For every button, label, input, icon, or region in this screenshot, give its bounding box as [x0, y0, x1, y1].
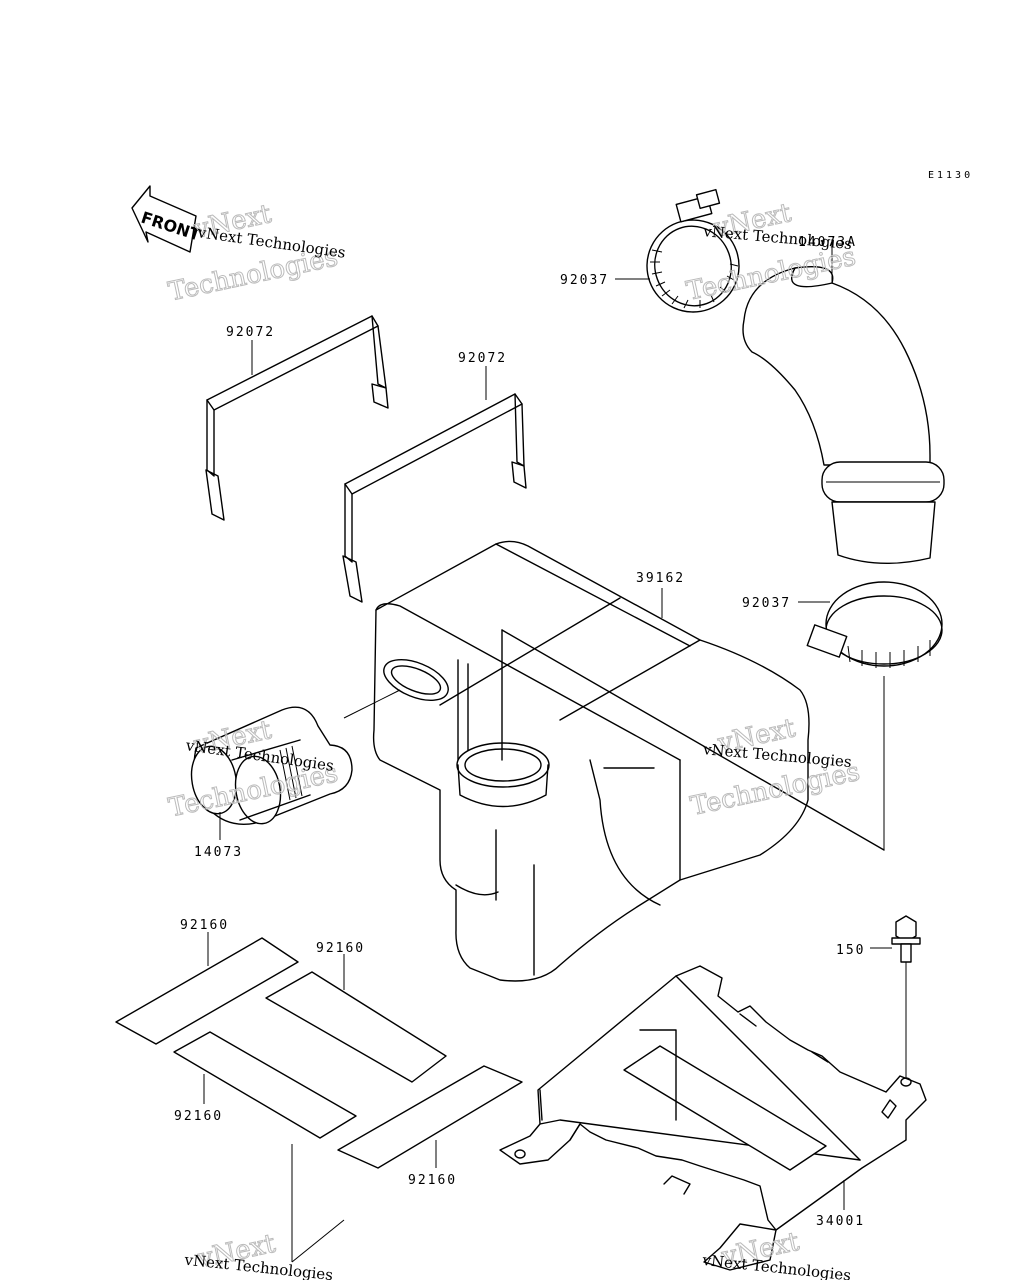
twin-pipe — [190, 706, 353, 825]
bolt — [891, 915, 921, 963]
part-label-pad-bottom-left: 92160 — [174, 1109, 223, 1124]
hose-elbow — [742, 265, 945, 564]
part-label-pad-bottom-right: 92160 — [408, 1173, 457, 1188]
strap-right — [342, 393, 527, 603]
pad-bottom-left — [173, 1031, 357, 1139]
pad-bottom-right — [337, 1065, 523, 1169]
diagram-code: E1130 — [928, 170, 973, 181]
pad-top-right — [265, 971, 447, 1083]
part-label-clamp-lower: 92037 — [742, 596, 791, 611]
part-label-bracket: 34001 — [816, 1214, 865, 1229]
part-label-bolt: 150 — [836, 943, 865, 958]
pad-top-left — [115, 937, 299, 1045]
part-label-pad-top-right: 92160 — [316, 941, 365, 956]
clamp-top — [646, 188, 740, 313]
bracket — [499, 965, 927, 1271]
part-label-hose-elbow: 14073A — [798, 235, 857, 250]
strap-left — [205, 315, 389, 521]
part-label-twin-pipe: 14073 — [194, 845, 243, 860]
clamp-lower — [806, 581, 943, 668]
part-label-clamp-top: 92037 — [560, 273, 609, 288]
silencer — [372, 540, 885, 982]
part-label-pad-top-left: 92160 — [180, 918, 229, 933]
part-label-strap-right: 92072 — [458, 351, 507, 366]
part-label-strap-left: 92072 — [226, 325, 275, 340]
part-label-silencer: 39162 — [636, 571, 685, 586]
front-arrow-icon: FRONT — [131, 185, 203, 253]
